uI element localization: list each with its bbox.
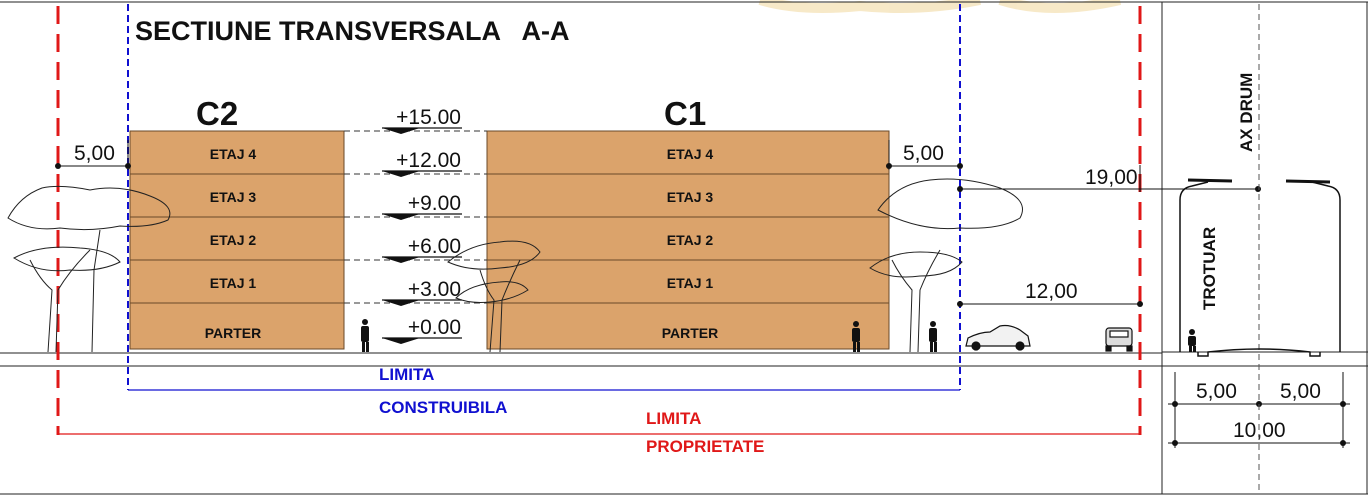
- level-value: +6.00: [408, 235, 461, 258]
- buildable-limit-lines: [127, 4, 961, 390]
- level-value: +3.00: [408, 278, 461, 301]
- section-title: SECTIUNE TRANSVERSALA A-A: [135, 16, 570, 46]
- level-dashed-lines: [344, 130, 487, 304]
- building-c2: ETAJ 4 ETAJ 3 ETAJ 2 ETAJ 1 PARTER: [129, 130, 345, 350]
- level-marker: +0.00: [382, 316, 462, 344]
- c2-floor-label: ETAJ 1: [210, 275, 257, 291]
- dimension-value: 5,00: [1196, 380, 1237, 403]
- property-limit-label: LIMITA: [646, 409, 701, 428]
- buildable-limit-label: LIMITA: [379, 365, 434, 384]
- level-markers: +15.00 +12.00 +9.00 +6.00 +3.00 +0.00: [382, 106, 462, 344]
- tree-middle: [447, 240, 541, 353]
- c2-floor-label: PARTER: [205, 325, 262, 341]
- level-value: +15.00: [396, 106, 461, 129]
- c1-floor-label: ETAJ 4: [667, 146, 714, 162]
- pedestrian-figure: [852, 321, 860, 352]
- car-front-view: [1105, 327, 1133, 352]
- road-axis-label: AX DRUM: [1237, 73, 1256, 152]
- c1-floor-label: ETAJ 1: [667, 275, 714, 291]
- level-value: +0.00: [408, 316, 461, 339]
- tree-right-large: [869, 178, 1023, 353]
- building-c2-name: C2: [196, 95, 238, 132]
- dimension-value: 5,00: [903, 142, 944, 165]
- level-marker: +9.00: [382, 192, 462, 220]
- level-marker: +12.00: [382, 149, 462, 177]
- pedestrian-figure: [1188, 329, 1196, 352]
- c1-floor-label: ETAJ 3: [667, 189, 714, 205]
- tree-left-large: [7, 185, 171, 353]
- dimension-value: 19,00: [1085, 166, 1138, 189]
- c2-floor-label: ETAJ 4: [210, 146, 257, 162]
- level-value: +9.00: [408, 192, 461, 215]
- c2-floor-label: ETAJ 2: [210, 232, 257, 248]
- c2-floor-label: ETAJ 3: [210, 189, 257, 205]
- buildable-limit-label: CONSTRUIBILA: [379, 398, 507, 417]
- dimension-value: 12,00: [1025, 280, 1078, 303]
- dimension-value: 10,00: [1233, 419, 1286, 442]
- pedestrian-figure: [361, 319, 369, 352]
- c1-floor-label: PARTER: [662, 325, 719, 341]
- property-limit-label: PROPRIETATE: [646, 437, 764, 456]
- car-side-view: [965, 324, 1031, 351]
- road-section-symbol: [1179, 178, 1341, 357]
- dimension-value: 5,00: [74, 142, 115, 165]
- dimension-left-setback: 5,00: [55, 140, 131, 170]
- level-marker: +3.00: [382, 278, 462, 306]
- building-c1-name: C1: [664, 95, 706, 132]
- level-marker: +6.00: [382, 235, 462, 263]
- dimension-road: 5,00 5,00 10,00: [1168, 372, 1350, 448]
- dimension-right-setback: 5,00: [886, 140, 963, 170]
- c1-floor-label: ETAJ 2: [667, 232, 714, 248]
- dimension-19: 19,00: [957, 165, 1261, 192]
- pedestrian-figure: [929, 321, 937, 352]
- building-c1: ETAJ 4 ETAJ 3 ETAJ 2 ETAJ 1 PARTER: [486, 130, 890, 350]
- sidewalk-label: TROTUAR: [1200, 227, 1219, 310]
- property-limit-lines: [56, 6, 1142, 435]
- watermark-seal: [758, 0, 1122, 13]
- dimension-value: 5,00: [1280, 380, 1321, 403]
- level-value: +12.00: [396, 149, 461, 172]
- dimension-12: 12,00: [957, 280, 1143, 307]
- level-marker: +15.00: [382, 106, 462, 134]
